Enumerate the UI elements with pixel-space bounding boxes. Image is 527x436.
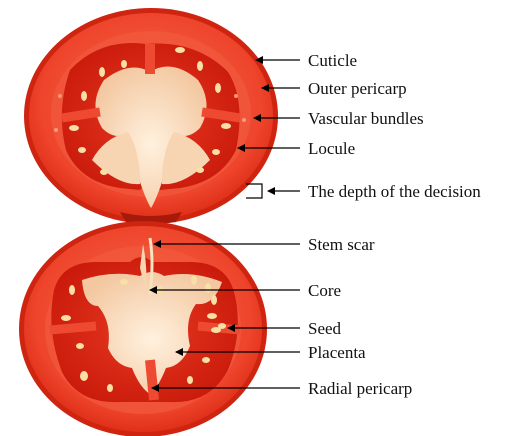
seed	[121, 60, 127, 68]
seed	[69, 125, 79, 131]
seed	[99, 67, 105, 77]
label-stem-scar: Stem scar	[308, 235, 375, 254]
seed	[187, 376, 193, 384]
top-septum-left	[62, 112, 100, 118]
labels: Cuticle Outer pericarp Vascular bundles …	[308, 51, 481, 398]
seed	[78, 147, 86, 153]
label-placenta: Placenta	[308, 343, 366, 362]
seed	[76, 343, 84, 349]
seed	[100, 169, 108, 175]
seed	[205, 283, 211, 293]
seed	[120, 279, 128, 285]
seed	[202, 357, 210, 363]
label-outer-pericarp: Outer pericarp	[308, 79, 407, 98]
seed	[211, 295, 217, 305]
seed	[61, 315, 71, 321]
seed	[191, 275, 197, 285]
vascular-dot	[242, 118, 246, 122]
vascular-dot	[54, 128, 58, 132]
label-vascular-bundles: Vascular bundles	[308, 109, 424, 128]
seed	[69, 285, 75, 295]
label-radial-pericarp: Radial pericarp	[308, 379, 412, 398]
label-seed: Seed	[308, 319, 342, 338]
seed	[196, 167, 204, 173]
label-depth: The depth of the decision	[308, 182, 481, 201]
seed	[107, 384, 113, 392]
seed	[175, 47, 185, 53]
seed	[207, 313, 217, 319]
label-locule: Locule	[308, 139, 355, 158]
tomato-top-half	[24, 8, 278, 224]
seed	[221, 123, 231, 129]
bottom-septum-lower	[150, 360, 154, 400]
seed	[212, 149, 220, 155]
seed	[80, 371, 88, 381]
top-septum-right	[202, 112, 240, 118]
depth-bracket	[246, 184, 262, 198]
label-core: Core	[308, 281, 341, 300]
label-cuticle: Cuticle	[308, 51, 357, 70]
seed	[215, 83, 221, 93]
vascular-dot	[234, 94, 238, 98]
bottom-septum-left	[50, 326, 96, 330]
seed	[218, 323, 226, 329]
seed	[197, 61, 203, 71]
vascular-dot	[58, 94, 62, 98]
seed	[81, 91, 87, 101]
